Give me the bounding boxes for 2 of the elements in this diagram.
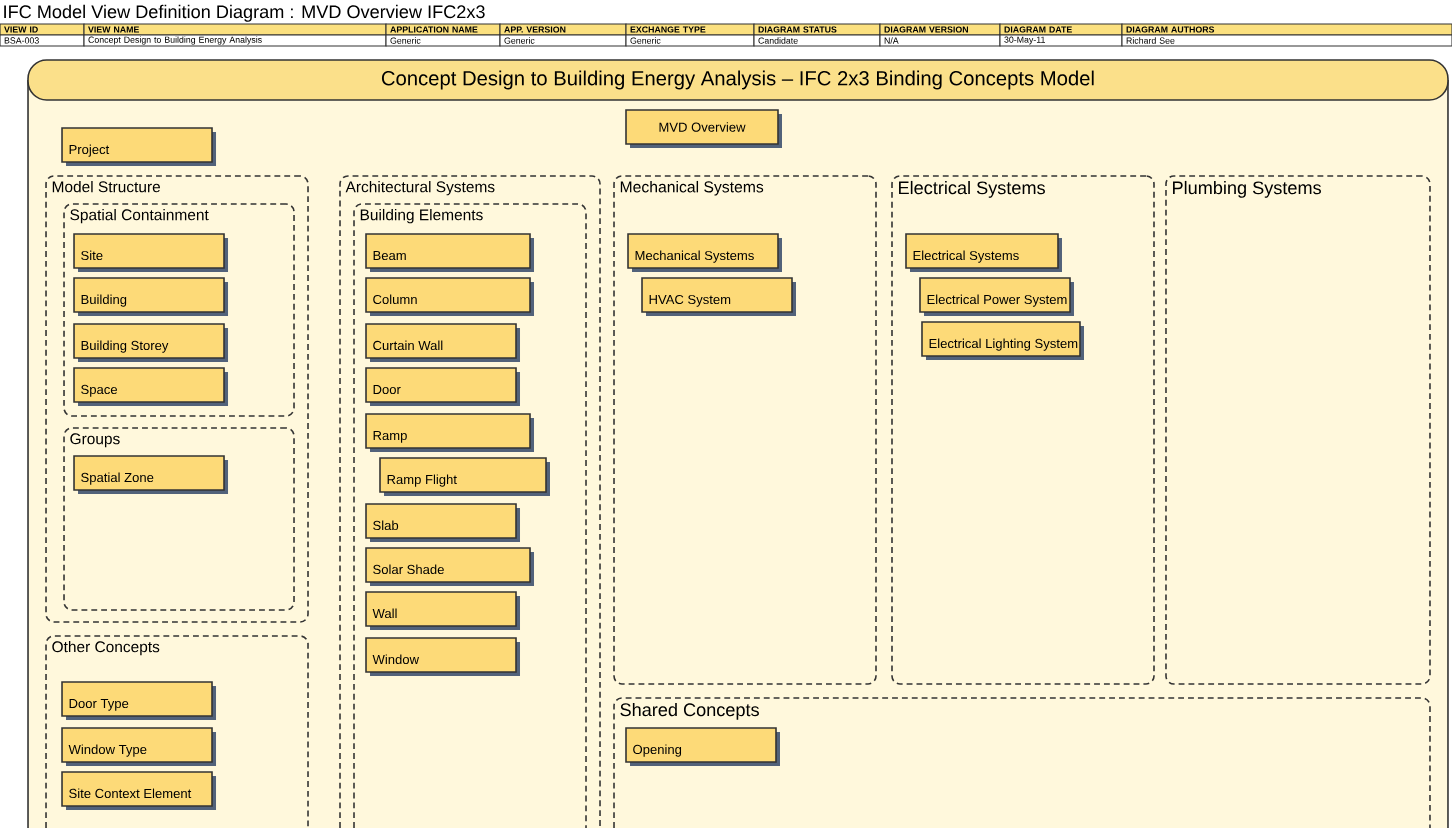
group-frame: Plumbing Systems <box>1165 175 1431 685</box>
diagram-title: IFC Model View Definition Diagram : MVD Overview IFC2x3 <box>4 4 485 22</box>
